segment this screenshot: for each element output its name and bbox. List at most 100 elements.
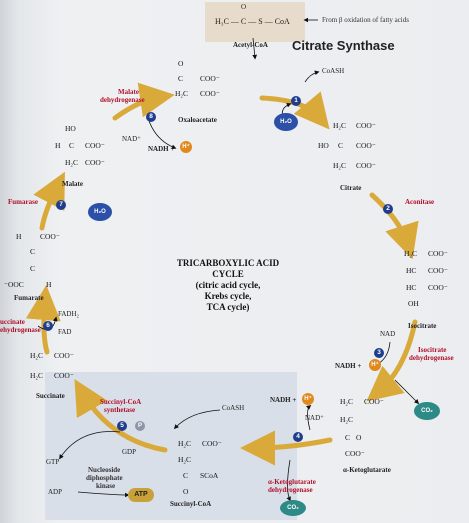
cycle-title-line4: Krebs cycle,: [204, 291, 252, 301]
succinate-label: Succinate: [36, 392, 65, 400]
enzyme-ndk-1: Nucleoside: [88, 466, 121, 474]
citrate-coo-3: COO⁻: [356, 161, 376, 170]
oxaloacetate-ch2: H₂C: [175, 89, 189, 98]
co2-blob-step3: CO₂: [414, 402, 440, 420]
h-plus-step3: H⁺: [369, 359, 381, 371]
enzyme-succinate-dh-1: uccinate: [0, 318, 25, 326]
succinylcoa-scoa: SCoA: [200, 471, 219, 480]
step-1: 1: [291, 96, 301, 106]
nadh-step8: NADH +: [148, 145, 175, 153]
step-6: 6: [43, 321, 53, 331]
citrate-c: C: [338, 141, 344, 150]
succinate-ch2-1: H₂C: [30, 351, 44, 360]
citrate-ch2-1: H₂C: [333, 121, 347, 130]
acetyl-coa-box: [205, 2, 305, 42]
akg-ch2-2: H₂C: [340, 415, 354, 424]
arrow-adp-atp: [77, 491, 130, 498]
citrate-coo-1: COO⁻: [356, 121, 376, 130]
acetyl-coa-label: Acetyl-CoA: [233, 41, 268, 49]
isocitrate-coo-1: COO⁻: [428, 249, 448, 258]
gdp-label: GDP: [122, 448, 137, 456]
fumarate-coo-left: ⁻OOC: [4, 280, 24, 289]
step-8: 8: [146, 112, 156, 122]
enzyme-succinate-dh-2: ehydrogenase: [0, 326, 41, 334]
cycle-title-line3: (citric acid cycle,: [195, 280, 261, 290]
arrow-coash-out: [304, 70, 320, 83]
succinate-coo-1: COO⁻: [54, 351, 74, 360]
succinylcoa-coo: COO⁻: [202, 439, 222, 448]
nad-step8: NAD⁺: [122, 135, 141, 143]
arrow-malate-oxaloacetate: [112, 82, 175, 121]
acetyl-formula: H₃C — C — S — CoA: [215, 17, 290, 26]
arrow-fumarate-malate: [33, 171, 65, 231]
coash-bottom-label: CoASH: [222, 404, 245, 412]
akg-label: α-Ketoglutarate: [343, 466, 391, 474]
oxaloacetate-label: Oxaloacetate: [178, 116, 217, 124]
arrow-gdp-gtp: [59, 431, 121, 460]
akg-o: O: [356, 433, 362, 442]
step-2: 2: [383, 204, 393, 214]
fumarate-c-1: C: [30, 247, 36, 256]
isocitrate-coo-2: COO⁻: [428, 266, 448, 275]
cycle-title-line5: TCA cycle): [206, 302, 250, 312]
oxaloacetate-c: C: [178, 74, 184, 83]
step-5: 5: [117, 421, 127, 431]
adp-label: ADP: [48, 488, 63, 496]
enzyme-succinyl-coa-synthetase-1: Succinyl-CoA: [100, 398, 142, 406]
enzyme-akg-dh-2: dehydrogenase: [268, 486, 313, 494]
nadh-step4: NADH +: [270, 396, 297, 404]
nad-step3: NAD: [380, 330, 396, 338]
h-plus-step8: H⁺: [180, 141, 192, 153]
enzyme-ndk-2: diphosphate: [86, 474, 123, 482]
succinylcoa-ch2-1: H₂C: [178, 439, 192, 448]
succinyl-coa-label: Succinyl-CoA: [170, 500, 212, 508]
arrow-succinylcoa-succinate: [74, 379, 168, 453]
step-7: 7: [56, 200, 66, 210]
fumarate-h-2: H: [46, 280, 52, 289]
akg-coo-1: COO⁻: [364, 397, 384, 406]
isocitrate-hc-2: HC: [406, 283, 417, 292]
arrow-nadh-step8: [147, 117, 177, 150]
coash-top-label: CoASH: [322, 67, 345, 75]
arrow-coash-in: [173, 409, 221, 430]
isocitrate-ch2: H₂C: [404, 249, 418, 258]
isocitrate-coo-3: COO⁻: [428, 283, 448, 292]
malate-ho: HO: [65, 124, 76, 133]
fadh2-label: FADH₂: [58, 310, 79, 318]
akg-c: C: [345, 433, 351, 442]
pi-blob: P: [135, 421, 145, 431]
arrow-succinate-fumarate: [25, 285, 61, 355]
nad-step4: NAD⁺: [305, 414, 324, 422]
oxaloacetate-coo1: COO⁻: [200, 74, 220, 83]
succinylcoa-ch2-2: H₂C: [178, 455, 192, 464]
arrow-akg-succinylcoa: [240, 430, 333, 466]
arrow-acetyl-in: [252, 37, 258, 60]
enzyme-malate-dh-2: dehydrogenase: [100, 96, 145, 104]
enzyme-isocitrate-dh-2: dehydrogenase: [409, 354, 454, 362]
page-title: Citrate Synthase: [292, 38, 395, 53]
malate-h: H: [55, 141, 61, 150]
isocitrate-oh: OH: [408, 299, 419, 308]
akg-coo-2: COO⁻: [345, 449, 365, 458]
arrow-citrate-isocitrate: [369, 192, 419, 260]
citrate-ho: HO: [318, 141, 329, 150]
acetyl-carbonyl-o: O: [241, 3, 247, 11]
step-4: 4: [293, 432, 303, 442]
co2-blob-step4: CO₂: [280, 500, 306, 516]
arrow-co2-step3: [394, 379, 420, 405]
oxaloacetate-coo2: COO⁻: [200, 89, 220, 98]
cycle-title-line2: CYCLE: [212, 269, 244, 279]
nadh-step3: NADH +: [335, 362, 362, 370]
enzyme-isocitrate-dh-1: Isocitrate: [418, 346, 447, 354]
enzyme-aconitase: Aconitase: [405, 198, 435, 206]
cycle-title-line1: TRICARBOXYLIC ACID: [176, 258, 280, 268]
arrow-co2-step4: [286, 459, 291, 502]
h2o-blob-step7: H₂O: [88, 203, 112, 221]
malate-label: Malate: [62, 180, 83, 188]
fumarate-label: Fumarate: [14, 294, 44, 302]
enzyme-succinyl-coa-synthetase-2: synthetase: [104, 406, 136, 414]
enzyme-fumarase: Fumarase: [8, 198, 38, 206]
malate-ch2: H₂C: [65, 158, 79, 167]
citrate-ch2-2: H₂C: [333, 161, 347, 170]
